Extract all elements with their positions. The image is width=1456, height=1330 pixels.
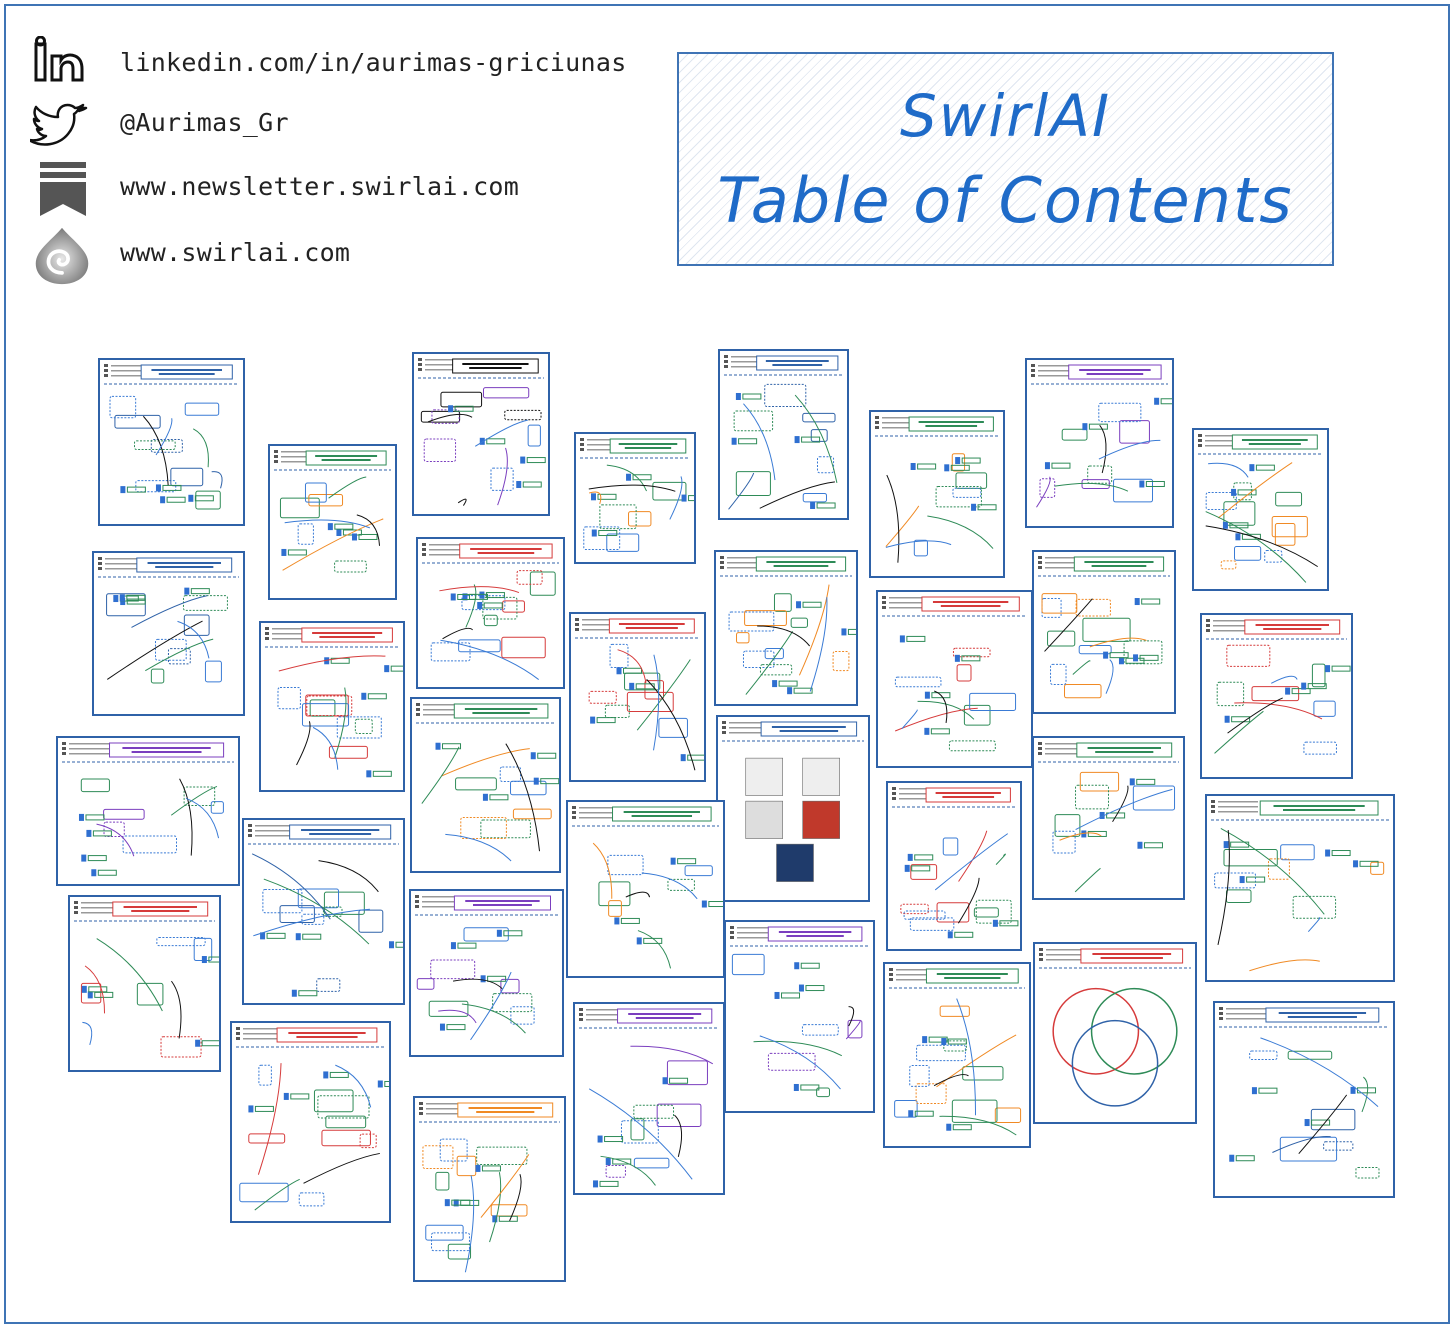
cdc-card[interactable] (98, 358, 245, 526)
airflow-architecture-card[interactable] (413, 1096, 566, 1282)
title-line-1: SwirlAI (899, 82, 1112, 150)
card-thumbnail (724, 355, 843, 510)
card-thumbnail (579, 1008, 719, 1188)
card-thumbnail (1038, 556, 1170, 699)
feedback-loops-card[interactable] (410, 697, 561, 873)
linkedin-icon (34, 36, 84, 82)
card-thumbnail (882, 596, 1027, 752)
organizational-structure-card[interactable] (1032, 550, 1176, 714)
decomposing-ml-system-latency-card[interactable] (259, 621, 405, 792)
card-thumbnail (1206, 619, 1351, 755)
card-thumbnail (1211, 800, 1389, 972)
mlops-realtime-deployment-card[interactable] (883, 962, 1031, 1148)
linkedin-url: linkedin.com/in/aurimas-griciunas (120, 48, 627, 77)
linkedin-contact[interactable]: linkedin.com/in/aurimas-griciunas (30, 36, 670, 96)
twitter-contact[interactable]: @Aurimas_Gr (30, 96, 670, 156)
event-latency-card[interactable] (1205, 794, 1395, 982)
card-thumbnail (892, 787, 1019, 939)
website-url: www.swirlai.com (120, 238, 351, 267)
twitter-icon (30, 103, 88, 146)
model-serving-types-card[interactable] (886, 781, 1022, 951)
card-thumbnail (580, 438, 694, 552)
kafka-data-indexing-card[interactable] (714, 550, 858, 706)
acid-properties-card[interactable] (416, 537, 565, 689)
card-thumbnail (419, 1102, 560, 1273)
card-thumbnail (1219, 1007, 1389, 1179)
model-registry-card[interactable] (1032, 736, 1185, 900)
ebooks-card[interactable] (716, 715, 870, 902)
data-quality-ml-system-card[interactable] (68, 895, 221, 1072)
newsletter-contact[interactable]: www.newsletter.swirlai.com (30, 160, 670, 220)
kafka-writing-data-card[interactable] (409, 889, 564, 1057)
twitter-handle: @Aurimas_Gr (120, 108, 289, 137)
website-contact[interactable]: www.swirlai.com (30, 226, 670, 286)
card-thumbnail (265, 627, 403, 778)
card-thumbnail (722, 721, 864, 882)
kafka-reading-data-card[interactable] (718, 349, 849, 520)
training-serving-skew-card[interactable] (569, 612, 706, 782)
swirlai-logo-icon (35, 227, 89, 285)
kafka-at-least-once-card[interactable] (876, 590, 1033, 768)
feature-platform-card[interactable] (573, 1002, 725, 1195)
card-thumbnail (720, 556, 856, 695)
realtime-model-observability-2-card[interactable] (566, 800, 725, 978)
card-thumbnail (62, 742, 234, 877)
card-thumbnail (104, 364, 239, 510)
data-value-chain-card[interactable] (1025, 358, 1174, 528)
card-thumbnail (1039, 948, 1191, 1107)
spark-partitions-card[interactable] (412, 352, 550, 516)
realtime-model-observability-card[interactable] (574, 432, 696, 564)
title-box: SwirlAI Table of Contents (677, 52, 1334, 266)
card-thumbnail (889, 968, 1025, 1136)
card-thumbnail (422, 543, 559, 680)
cap-theorem-card[interactable] (92, 551, 245, 716)
card-thumbnail (248, 824, 403, 997)
card-thumbnail (418, 358, 546, 506)
newsletter-url: www.newsletter.swirlai.com (120, 172, 520, 201)
card-thumbnail (730, 926, 869, 1098)
card-thumbnail (274, 450, 391, 573)
kafka-use-cases-card[interactable] (724, 920, 875, 1113)
card-thumbnail (1031, 364, 1172, 508)
card-thumbnail (1198, 434, 1323, 583)
mlops-engineer-card[interactable] (1033, 942, 1197, 1124)
latency-of-feedback-card[interactable] (869, 410, 1005, 578)
card-thumbnail (1038, 742, 1179, 893)
card-thumbnail (98, 557, 239, 684)
vector-databases-card[interactable] (268, 444, 397, 600)
title-line-2: Table of Contents (717, 164, 1294, 237)
kubernetes-card[interactable] (242, 818, 405, 1005)
card-thumbnail (415, 895, 558, 1041)
newsletter-bookmark-icon (40, 162, 86, 216)
card-thumbnail (416, 703, 559, 862)
card-thumbnail (875, 416, 999, 563)
card-thumbnail (572, 806, 723, 969)
cognitive-load-card[interactable] (1200, 613, 1353, 779)
continuous-training-card[interactable] (230, 1021, 391, 1223)
card-thumbnail (236, 1027, 389, 1211)
card-thumbnail (74, 901, 219, 1058)
vector-db-query-path-card[interactable] (1192, 428, 1329, 591)
decomposing-data-system-card[interactable] (56, 736, 240, 886)
card-thumbnail (575, 618, 704, 771)
online-testing-card[interactable] (1213, 1001, 1395, 1198)
